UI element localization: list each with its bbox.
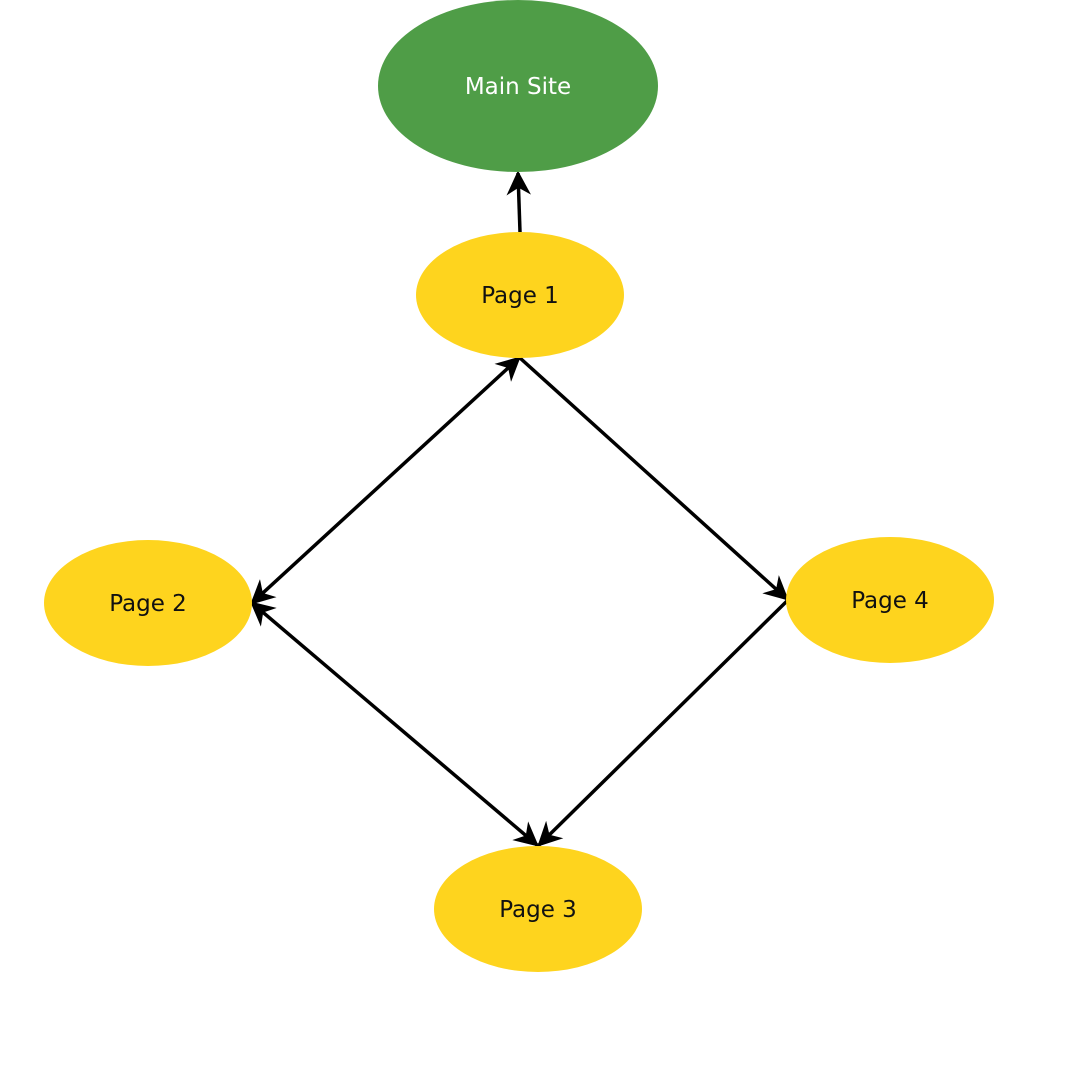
node-page-3-label: Page 3 [499,897,577,923]
node-page-3[interactable]: Page 3 [434,846,642,972]
node-main-site-shape [378,0,658,172]
edge-page1-main [506,170,531,233]
node-page-2-label: Page 2 [109,591,187,617]
edges [250,170,789,847]
node-page-1-label: Page 1 [481,283,559,309]
node-page-4-shape [786,537,994,663]
node-main-site-label: Main Site [465,74,571,100]
node-page-3-shape [434,846,642,972]
node-page-4-label: Page 4 [851,588,929,614]
node-page-4[interactable]: Page 4 [786,537,994,663]
edge-page4-page3 [537,599,789,847]
node-page-1[interactable]: Page 1 [416,232,624,358]
edge-page1-page2 [250,356,521,605]
node-page-2-shape [44,540,252,666]
edge-page2-page3 [250,601,539,847]
node-page-2[interactable]: Page 2 [44,540,252,666]
node-page-1-shape [416,232,624,358]
edge-page1-page4 [518,356,789,601]
node-main-site[interactable]: Main Site [378,0,658,172]
